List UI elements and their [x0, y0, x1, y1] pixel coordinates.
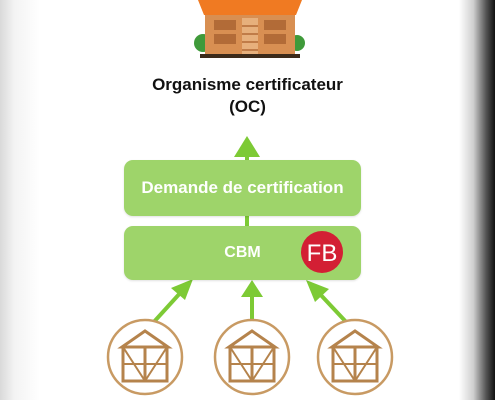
page-shadow-left — [0, 0, 40, 400]
demande-certification-label: Demande de certification — [141, 178, 344, 197]
timber-frame-icon — [213, 318, 291, 396]
timber-frame-icon — [106, 318, 184, 396]
cbm-box: CBM — [124, 226, 361, 280]
demande-certification-box: Demande de certification — [124, 160, 361, 216]
arrow-frame-right — [306, 280, 350, 326]
oc-title-line1: Organisme certificateur — [152, 75, 343, 94]
building-icon — [194, 0, 305, 58]
timber-frame-icon — [316, 318, 394, 396]
arrow-frame-center — [241, 280, 263, 322]
cbm-label: CBM — [224, 244, 261, 261]
oc-title-line2: (OC) — [229, 97, 266, 116]
arrow-frame-left — [150, 279, 193, 326]
page-shadow-right — [459, 0, 495, 400]
